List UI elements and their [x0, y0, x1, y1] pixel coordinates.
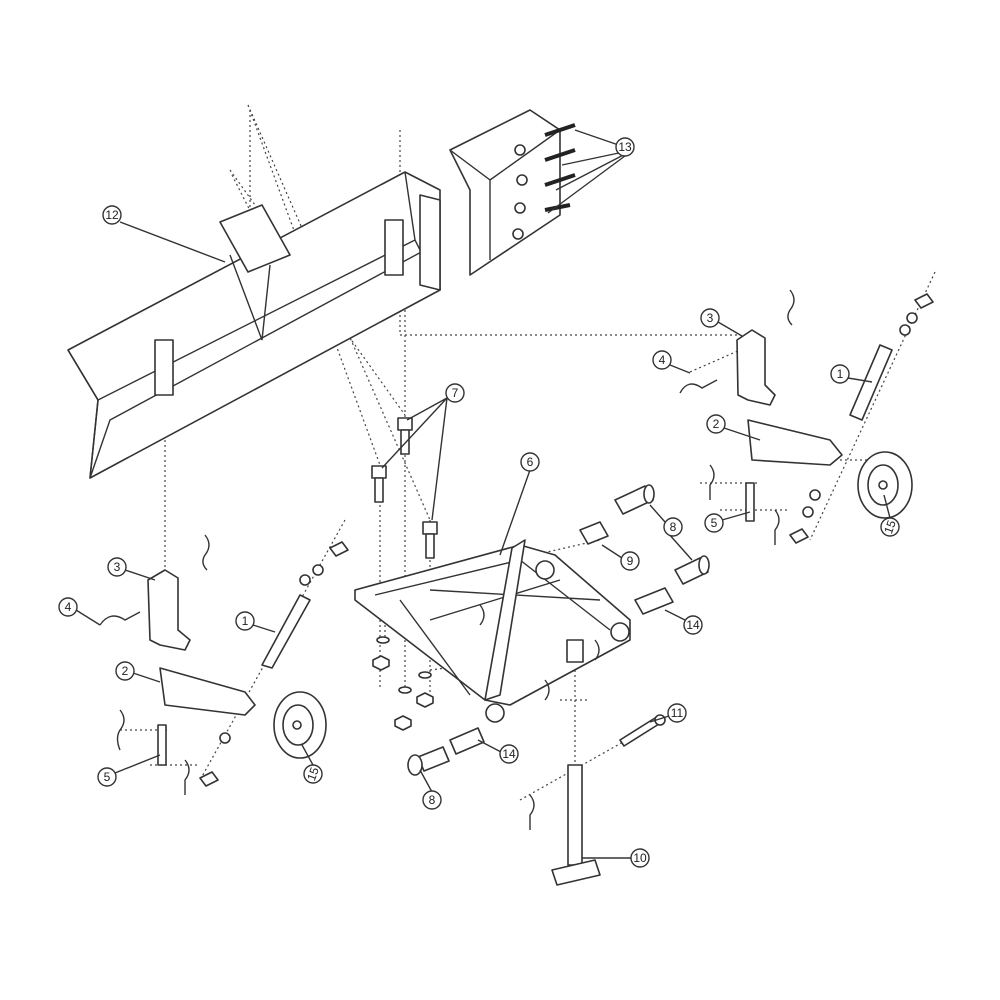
callout-circle	[663, 517, 683, 537]
callout-circle	[652, 350, 672, 370]
leader-lines	[75, 129, 891, 859]
callout-12: 12	[102, 205, 122, 225]
callout-number: 4	[65, 600, 72, 614]
callout-number: 3	[707, 311, 714, 325]
callout-number: 4	[659, 353, 666, 367]
a-frame-part-6	[354, 539, 631, 723]
callout-number: 6	[527, 455, 534, 469]
callout-circle	[630, 848, 650, 868]
jack-stand-part-10	[551, 639, 601, 886]
callout-circle	[102, 205, 122, 225]
callout-circle	[667, 703, 687, 723]
callout-circle	[620, 551, 640, 571]
callout-number: 7	[452, 386, 459, 400]
bolts-part-7	[371, 417, 438, 731]
callout-15: 15	[880, 517, 900, 537]
callout-3: 3	[107, 557, 127, 577]
callout-9: 9	[620, 551, 640, 571]
callout-2: 2	[706, 414, 726, 434]
callout-circle	[445, 383, 465, 403]
callout-13: 13	[615, 137, 635, 157]
callout-number: 5	[104, 770, 111, 784]
callout-6: 6	[520, 452, 540, 472]
callout-number: 12	[105, 208, 119, 222]
hair-pin-clips	[116, 289, 795, 830]
callout-14: 14	[499, 744, 519, 764]
callout-14: 14	[683, 615, 703, 635]
callout-circle	[683, 615, 703, 635]
callout-number: 14	[686, 618, 700, 632]
callout-circle	[115, 661, 135, 681]
callout-number: 14	[502, 747, 516, 761]
callout-7: 7	[445, 383, 465, 403]
callout-5: 5	[97, 767, 117, 787]
callout-number: 13	[618, 140, 632, 154]
blade-part-12	[67, 171, 441, 479]
callout-number: 15	[304, 765, 322, 783]
callout-circle	[706, 414, 726, 434]
callout-8: 8	[663, 517, 683, 537]
callout-number: 9	[627, 554, 634, 568]
callout-5: 5	[704, 513, 724, 533]
callout-number: 10	[633, 851, 647, 865]
callout-circle	[97, 767, 117, 787]
callout-circle	[107, 557, 127, 577]
callout-10: 10	[630, 848, 650, 868]
callout-number: 8	[670, 520, 677, 534]
callout-circle	[615, 137, 635, 157]
callout-circle	[880, 517, 900, 537]
callout-circle	[700, 308, 720, 328]
callout-1: 1	[830, 364, 850, 384]
callout-11: 11	[667, 703, 687, 723]
callout-circle	[520, 452, 540, 472]
callout-4: 4	[652, 350, 672, 370]
callout-4: 4	[58, 597, 78, 617]
callout-circle	[704, 513, 724, 533]
callout-number: 3	[114, 560, 121, 574]
callout-15: 15	[303, 764, 323, 784]
callout-8: 8	[422, 790, 442, 810]
callout-circle	[830, 364, 850, 384]
callout-number: 2	[122, 664, 129, 678]
callout-number: 5	[711, 516, 718, 530]
callout-number: 2	[713, 417, 720, 431]
end-plate-part-13	[449, 109, 576, 276]
callout-circle	[499, 744, 519, 764]
pins-and-bushings	[407, 484, 710, 776]
callout-1: 1	[235, 611, 255, 631]
callout-number: 15	[881, 518, 899, 536]
callout-circle	[58, 597, 78, 617]
callout-3: 3	[700, 308, 720, 328]
gauge-wheel-assembly-left	[99, 541, 349, 787]
callout-circle	[303, 764, 323, 784]
callout-number: 1	[837, 367, 844, 381]
callout-circle	[235, 611, 255, 631]
callout-2: 2	[115, 661, 135, 681]
callout-number: 11	[671, 706, 684, 720]
callout-circle	[422, 790, 442, 810]
callout-number: 8	[429, 793, 436, 807]
callout-number: 1	[242, 614, 249, 628]
